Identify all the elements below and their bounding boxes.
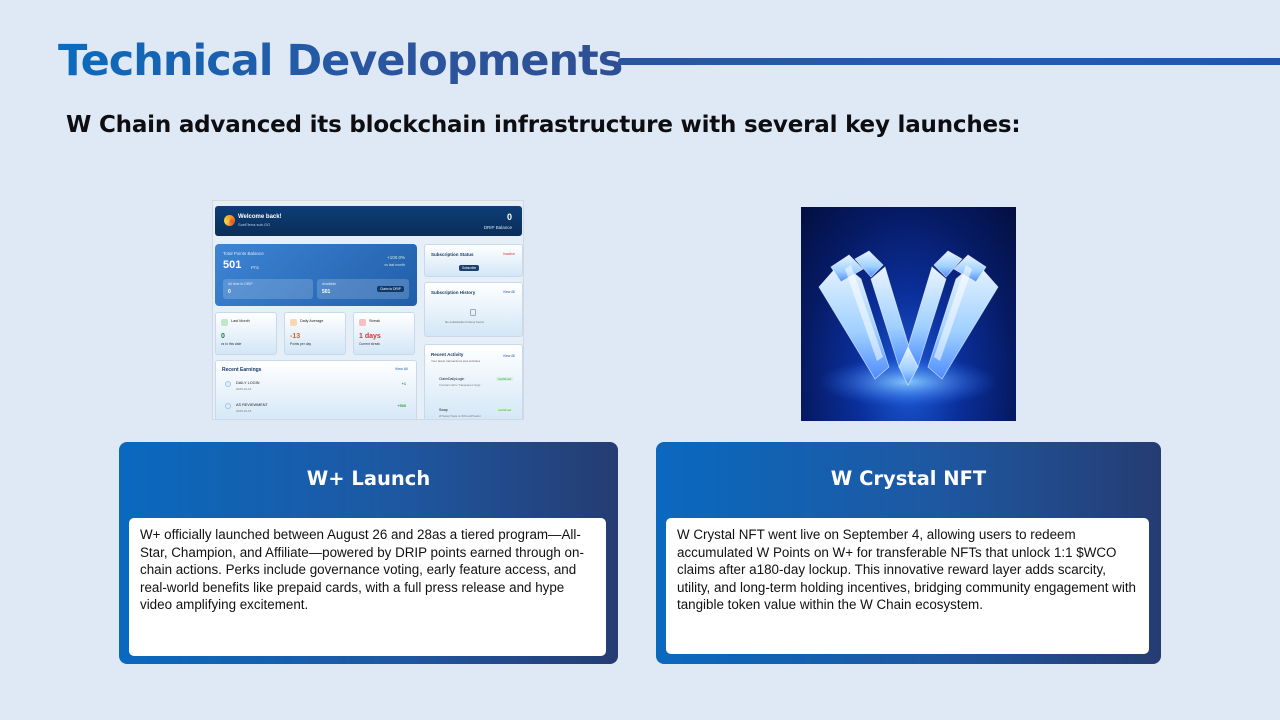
dashboard-header: Welcome back! SoeElena.sub.GG 0 DRIP Bal… xyxy=(215,206,522,236)
stat-value: 0 xyxy=(221,333,225,340)
earning-icon xyxy=(225,381,231,387)
activity-title: Recent Activity xyxy=(431,352,464,357)
earning-points: +1 xyxy=(401,382,406,386)
points-balance-card: Total Points Balance 501 PTS +100.0% vs … xyxy=(215,244,417,306)
drip-balance-label: DRIP Balance xyxy=(483,225,512,230)
recent-activity-card: Recent Activity Your latest transactions… xyxy=(424,344,523,419)
card-title: W+ Launch xyxy=(306,467,431,490)
all-time-box: All time to DRIP 0 xyxy=(223,279,313,299)
subscription-history-card: Subscription History View All No subscri… xyxy=(424,282,523,337)
wplus-launch-card: W+ Launch W+ officially launched between… xyxy=(119,442,618,664)
card-body: W Crystal NFT went live on September 4, … xyxy=(666,518,1149,654)
balance-unit: PTS xyxy=(251,265,259,270)
stat-label: Streak xyxy=(369,319,380,323)
card-title: W Crystal NFT xyxy=(830,467,987,490)
stat-value: 1 days xyxy=(359,333,381,340)
earnings-title: Recent Earnings xyxy=(222,367,262,373)
title-divider xyxy=(618,58,1280,65)
username: SoeElena.sub.GG xyxy=(238,222,271,227)
balance-value: 501 xyxy=(223,259,242,271)
subscribe-button[interactable]: Subscribe xyxy=(459,265,480,271)
document-icon xyxy=(470,309,476,316)
slide-subtitle: W Chain advanced its blockchain infrastr… xyxy=(66,112,1021,138)
w-crystal-nft-image xyxy=(801,207,1016,421)
earning-date: 2025-10-16 xyxy=(236,387,252,391)
avatar xyxy=(224,215,235,226)
available-box: Available 501 Claim to DRIP xyxy=(317,279,409,299)
slide-title: Technical Developments xyxy=(58,36,623,86)
balance-change-sub: vs last month xyxy=(384,263,405,267)
card-body: W+ officially launched between August 26… xyxy=(129,518,606,656)
stat-value: -13 xyxy=(290,333,301,340)
recent-earnings-card: Recent Earnings View All DAILY LOGIN 202… xyxy=(215,360,417,419)
stat-card-daily-average: Daily Average -13 Points per day xyxy=(284,312,346,355)
earning-icon xyxy=(225,403,231,409)
balance-label: Total Points Balance xyxy=(223,251,264,256)
earning-points: +500 xyxy=(397,404,406,408)
activity-name: ClaimDailyLogin xyxy=(439,377,465,381)
available-value: 501 xyxy=(322,289,331,295)
available-label: Available xyxy=(322,282,337,286)
claim-drip-button[interactable]: Claim to DRIP xyxy=(377,286,404,292)
all-time-label: All time to DRIP xyxy=(228,282,253,286)
stat-sub: Points per day xyxy=(290,342,312,346)
activity-badge: Confirmed xyxy=(496,377,513,381)
earnings-view-all-link[interactable]: View All xyxy=(394,367,408,371)
crystal-w-logo xyxy=(818,250,999,407)
stat-card-streak: Streak 1 days Current streak xyxy=(353,312,415,355)
drip-balance-value: 0 xyxy=(506,212,512,222)
all-time-value: 0 xyxy=(228,289,231,295)
subscription-status-card: Subscription Status Inactive Subscribe xyxy=(424,244,523,277)
activity-name: Swap xyxy=(439,408,448,412)
history-view-all-link[interactable]: View All xyxy=(502,290,515,294)
wplus-dashboard-screenshot: Welcome back! SoeElena.sub.GG 0 DRIP Bal… xyxy=(212,200,524,420)
earning-date: 2025-10-15 xyxy=(236,409,252,413)
stat-label: Daily Average xyxy=(300,319,324,323)
stat-label: Last Month xyxy=(231,319,250,323)
w-crystal-nft-card: W Crystal NFT W Crystal NFT went live on… xyxy=(656,442,1161,664)
subscription-title: Subscription Status xyxy=(431,252,474,257)
welcome-text: Welcome back! xyxy=(238,214,282,220)
chart-icon xyxy=(290,319,297,326)
activity-detail: W Swap Trade to WXmonPfooltor xyxy=(439,414,481,418)
balance-change: +100.0% xyxy=(387,255,405,260)
history-empty-note: No subscription history found xyxy=(445,320,484,324)
activity-badge: Confirmed xyxy=(496,408,513,412)
earning-name: AS REVIEWMENT xyxy=(236,403,268,407)
calendar-icon xyxy=(221,319,228,326)
stat-card-last-month: Last Month 0 vs to this date xyxy=(215,312,277,355)
stat-sub: vs to this date xyxy=(221,342,242,346)
flame-icon xyxy=(359,319,366,326)
status-badge: Inactive xyxy=(502,252,515,256)
activity-detail: Contract call to Transparent Upgr... xyxy=(439,383,483,387)
history-title: Subscription History xyxy=(431,290,476,295)
stat-sub: Current streak xyxy=(359,342,380,346)
activity-view-all-link[interactable]: View All xyxy=(502,354,515,358)
earning-name: DAILY LOGIN xyxy=(236,381,260,385)
activity-subtitle: Your latest transactions and activities xyxy=(431,359,481,363)
